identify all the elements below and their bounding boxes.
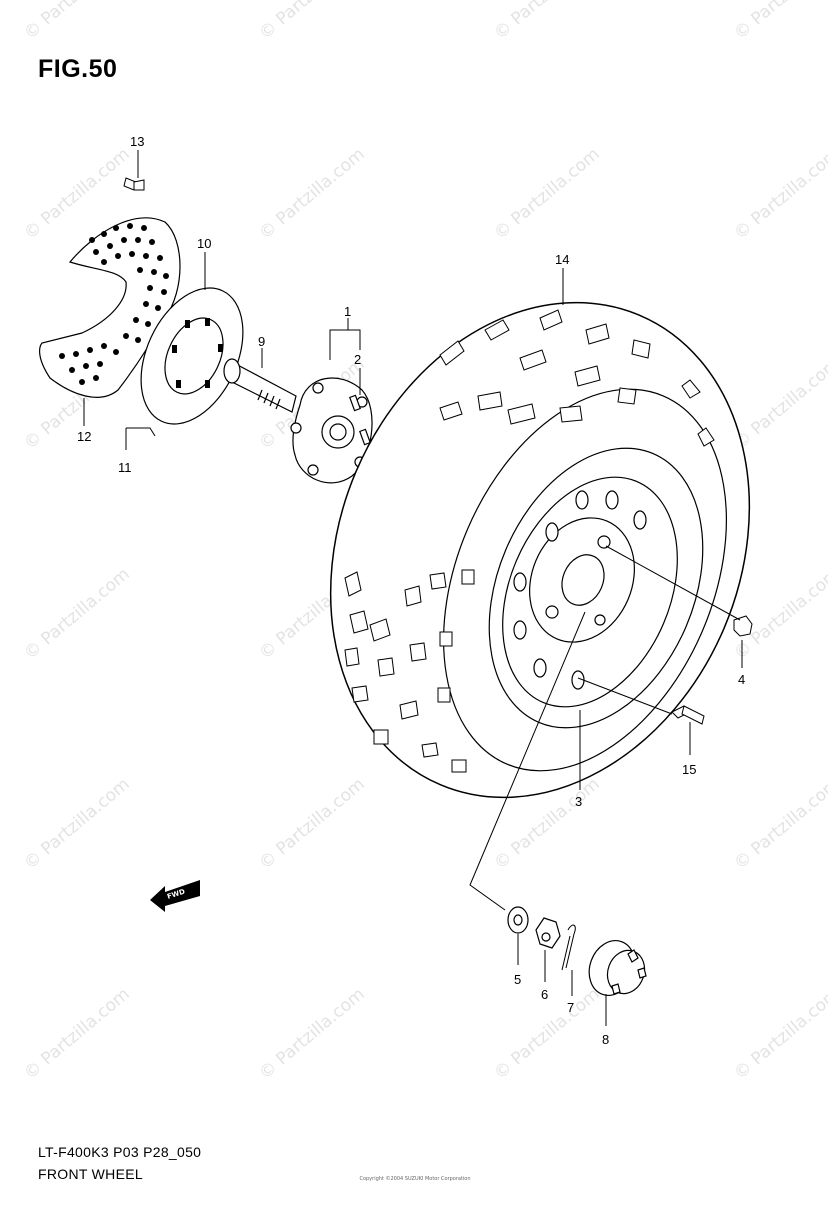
callout-13: 13: [130, 134, 144, 149]
callout-1: 1: [344, 304, 351, 319]
callout-10: 10: [197, 236, 211, 251]
callout-3: 3: [575, 794, 582, 809]
callout-14: 14: [555, 252, 569, 267]
watermark: © Partzilla.com: [730, 984, 828, 1084]
watermark: © Partzilla.com: [20, 774, 133, 874]
callout-6: 6: [541, 987, 548, 1002]
callout-11: 11: [118, 460, 132, 475]
diagram-code: LT-F400K3 P03 P28_050: [38, 1144, 202, 1160]
watermark: © Partzilla.com: [490, 0, 603, 44]
watermark: © Partzilla.com: [730, 774, 828, 874]
stud-15-part: [671, 705, 705, 725]
rim-part: [488, 447, 704, 729]
screw-13-part: [123, 177, 145, 191]
callout-5: 5: [514, 972, 521, 987]
leader-lines: [83, 150, 743, 1026]
callout-4: 4: [738, 672, 745, 687]
callout-7: 7: [567, 1000, 574, 1015]
callout-9: 9: [258, 334, 265, 349]
forward-direction-arrow: FWD: [150, 880, 200, 912]
callout-12: 12: [77, 429, 91, 444]
washer-5-part: [507, 906, 529, 934]
watermark: © Partzilla.com: [20, 564, 133, 664]
castle-nut-6-part: [535, 917, 561, 949]
figure-title: FIG.50: [38, 55, 118, 83]
callout-15: 15: [682, 762, 696, 777]
watermark: © Partzilla.com: [255, 984, 368, 1084]
diagram-caption: FRONT WHEEL: [38, 1166, 143, 1182]
watermark: © Partzilla.com: [255, 144, 368, 244]
watermark: © Partzilla.com: [20, 984, 133, 1084]
axle-part: [223, 358, 297, 413]
brake-disc-part: [140, 287, 244, 425]
watermark: © Partzilla.com: [255, 0, 368, 44]
watermark: © Partzilla.com: [730, 354, 828, 454]
callout-8: 8: [602, 1032, 609, 1047]
watermark: © Partzilla.com: [255, 774, 368, 874]
copyright-note: Copyright ©2004 SUZUKI Motor Corporation: [359, 1176, 471, 1182]
watermark: © Partzilla.com: [730, 0, 828, 44]
callouts: 1 2 3 4 5 6 7 8 9 10 11 12 13 14 15: [77, 134, 745, 1047]
wheel-nut-4-part: [733, 615, 753, 637]
watermark: © Partzilla.com: [490, 144, 603, 244]
watermark: © Partzilla.com: [20, 0, 133, 44]
watermark: © Partzilla.com: [730, 564, 828, 664]
callout-2: 2: [354, 352, 361, 367]
disc-cover-part: [39, 217, 181, 398]
cotter-pin-7-part: [561, 924, 576, 971]
watermark: © Partzilla.com: [730, 144, 828, 244]
hub-cap-8-part: [588, 940, 647, 996]
